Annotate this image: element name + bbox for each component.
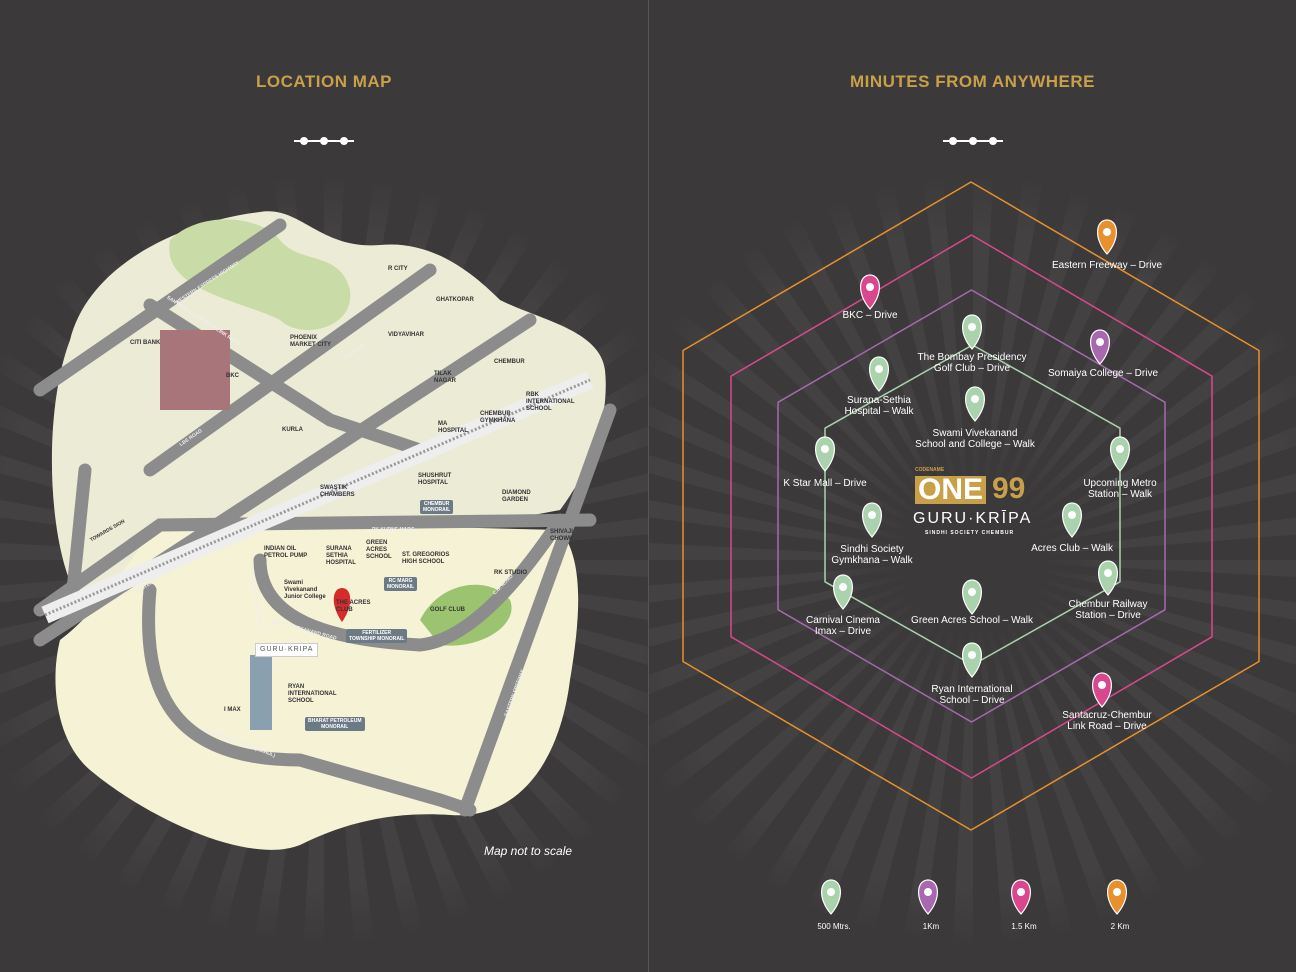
place-label: Upcoming Metro Station – Walk bbox=[1083, 478, 1157, 500]
dots-divider bbox=[942, 134, 1003, 148]
label-st-gregorios: ST. GREGORIOS HIGH SCHOOL bbox=[402, 552, 450, 565]
legend-label: 1.5 Km bbox=[1011, 922, 1037, 931]
bharat-petroleum-monorail-tag: BHARAT PETROLEUM MONORAIL bbox=[305, 717, 365, 731]
legend-label: 1Km bbox=[922, 922, 940, 931]
location-pin-icon bbox=[962, 642, 982, 678]
road-loop bbox=[142, 583, 477, 817]
map-illustration bbox=[33, 211, 617, 850]
road-lbs bbox=[143, 263, 437, 477]
location-map-panel: LOCATION MAP CITI BANK BKC PHOENIX MARKE… bbox=[0, 72, 648, 950]
label-rbk-school: RBK INTERNATIONAL SCHOOL bbox=[526, 392, 575, 412]
label-shivaji-chowk: SHIVAJI CHOWK bbox=[550, 529, 574, 542]
place-label: Chembur Railway Station – Drive bbox=[1068, 599, 1148, 621]
label-tilak-nagar: TILAK NAGAR bbox=[434, 371, 456, 384]
label-imax: I MAX bbox=[224, 707, 241, 713]
location-pin-icon bbox=[862, 502, 882, 538]
label-swami-vivekanand: Swami Vivekanand Junior College bbox=[284, 580, 326, 600]
label-green-acres: GREEN ACRES SCHOOL bbox=[366, 540, 392, 560]
place-label: BKC – Drive bbox=[842, 310, 898, 321]
label-kurla: KURLA bbox=[282, 427, 303, 433]
location-pin-icon bbox=[815, 436, 835, 472]
place-label: Surana-Sethia Hospital – Walk bbox=[844, 395, 914, 417]
sunburst-background bbox=[649, 170, 1296, 950]
label-surana-sethia: SURANA SETHIA HOSPITAL bbox=[326, 546, 356, 566]
legend-pin-icon bbox=[1011, 879, 1031, 915]
location-pin-icon bbox=[1097, 219, 1117, 255]
legend-label: 2 Km bbox=[1110, 922, 1130, 931]
ring-r1 bbox=[777, 289, 1166, 723]
project-location-tag: GURU·KRIPA bbox=[255, 643, 319, 657]
place-label: Swami Vivekanand School and College – Wa… bbox=[915, 428, 1035, 450]
place-label: Green Acres School – Walk bbox=[911, 615, 1033, 626]
location-pin-icon bbox=[1092, 672, 1112, 708]
label-ma-hospital: MA HOSPITAL bbox=[438, 421, 468, 434]
legend-pin-icon bbox=[1107, 879, 1127, 915]
label-bkc: BKC bbox=[226, 373, 239, 379]
road-eastern-freeway bbox=[458, 403, 617, 817]
label-chembur: CHEMBUR bbox=[494, 359, 525, 365]
label-r-city: R CITY bbox=[388, 266, 408, 272]
bkc-towers bbox=[160, 330, 230, 410]
label-vidyavihar: VIDYAVIHAR bbox=[388, 332, 425, 338]
location-pin-icon bbox=[1110, 436, 1130, 472]
road-label: PK KURNE MARG bbox=[372, 527, 415, 533]
place-label: Sindhi Society Gymkhana – Walk bbox=[831, 544, 913, 566]
chembur-monorail-tag: CHEMBUR MONORAIL bbox=[420, 500, 454, 514]
fertilizer-monorail-tag: FERTILIZER TOWNSHIP MONORAIL bbox=[346, 629, 408, 643]
logo-99: 99 bbox=[992, 472, 1026, 505]
location-pin-icon bbox=[962, 579, 982, 615]
place-label: K Star Mall – Drive bbox=[783, 478, 867, 489]
label-phoenix: PHOENIX MARKET CITY bbox=[290, 335, 331, 348]
location-pin-icon bbox=[1098, 560, 1118, 596]
logo-codename: CODENAME bbox=[915, 467, 945, 473]
place-label: Acres Club – Walk bbox=[1031, 543, 1113, 554]
logo-brand: GURU·KRĪPA bbox=[913, 510, 1033, 527]
map-scale-note: Map not to scale bbox=[484, 844, 573, 858]
logo-one: ONE bbox=[915, 475, 987, 505]
place-label: Eastern Freeway – Drive bbox=[1051, 260, 1163, 271]
label-ryan: RYAN INTERNATIONAL SCHOOL bbox=[288, 684, 337, 704]
label-citi-bank: CITI BANK bbox=[130, 340, 161, 346]
imax-tower bbox=[250, 655, 272, 730]
place-label: The Bombay Presidency Golf Club – Drive bbox=[917, 352, 1027, 374]
location-pin-icon bbox=[869, 356, 889, 392]
location-pin-icon bbox=[1062, 502, 1082, 538]
location-pin-icon bbox=[962, 314, 982, 350]
legend-pin-icon bbox=[821, 879, 841, 915]
ring-r15 bbox=[730, 234, 1213, 779]
label-indian-oil: INDIAN OIL PETROL PUMP bbox=[264, 546, 308, 559]
map-land-north bbox=[51, 211, 606, 600]
road-mahul bbox=[253, 513, 567, 652]
legend-pin-icon bbox=[918, 879, 938, 915]
label-acres-club: THE ACRES CLUB bbox=[336, 600, 371, 613]
legend-label: 500 Mtrs. bbox=[817, 922, 851, 931]
label-golf-club: GOLF CLUB bbox=[430, 607, 465, 613]
distance-title: MINUTES FROM ANYWHERE bbox=[849, 72, 1096, 91]
label-diamond-garden: DIAMOND GARDEN bbox=[502, 490, 531, 503]
location-pin-icon bbox=[965, 386, 985, 422]
place-label: Ryan International School – Drive bbox=[931, 684, 1013, 706]
dots-divider bbox=[294, 134, 354, 148]
location-pin-icon bbox=[1090, 329, 1110, 365]
place-label: Santacruz-Chembur Link Road – Drive bbox=[1062, 710, 1152, 732]
distance-panel: MINUTES FROM ANYWHERE bbox=[648, 0, 1296, 972]
railway-track bbox=[44, 378, 591, 617]
location-pin-icon bbox=[833, 574, 853, 610]
place-label: Carnival Cinema Imax – Drive bbox=[806, 615, 880, 637]
ring-r2 bbox=[682, 181, 1260, 831]
logo-subtitle: SINDHI SOCIETY CHEMBUR bbox=[925, 530, 1015, 536]
label-rk-studio: RK STUDIO bbox=[494, 570, 527, 576]
label-ghatkopar: GHATKOPAR bbox=[436, 297, 474, 303]
place-label: Somaiya College – Drive bbox=[1047, 368, 1159, 379]
green-park bbox=[169, 219, 351, 330]
label-swastik: SWASTIK CHAMBERS bbox=[320, 485, 355, 498]
location-pin-icon bbox=[333, 588, 351, 622]
label-shushrut: SHUSHRUT HOSPITAL bbox=[418, 473, 452, 486]
location-map-title: LOCATION MAP bbox=[255, 72, 392, 91]
location-pin-icon bbox=[860, 274, 880, 310]
label-chembur-gymkhana: CHEMBUR GYMKHANA bbox=[480, 411, 516, 424]
rc-marg-monorail-tag: RC MARG MONORAIL bbox=[384, 577, 418, 591]
